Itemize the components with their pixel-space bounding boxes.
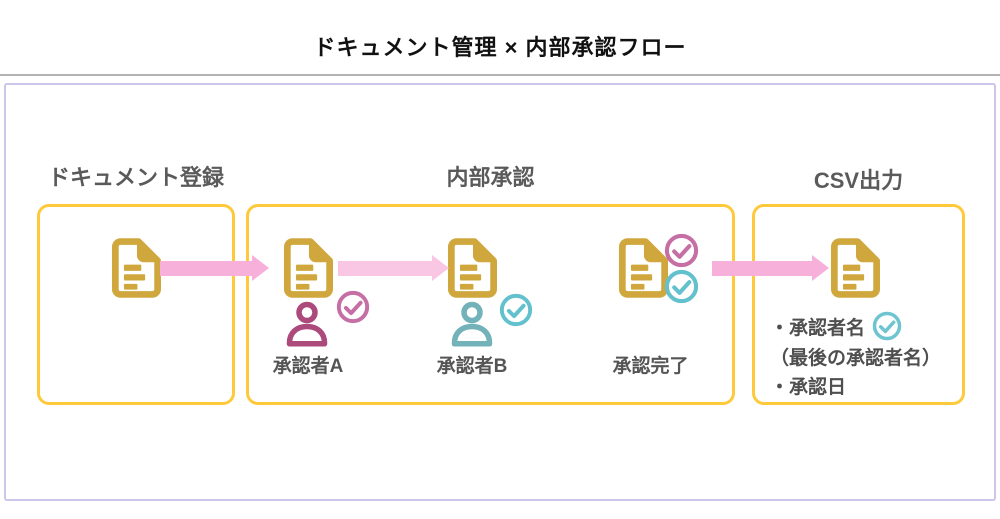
section-label-approval: 内部承認	[446, 165, 535, 190]
approver-a-label: 承認者A	[272, 356, 344, 377]
arrow-register-to-approval	[160, 255, 269, 281]
approver-a-person-icon	[284, 301, 330, 347]
approver-b-label: 承認者B	[436, 356, 508, 377]
approver-a-check-icon	[336, 290, 370, 324]
arrow-head-icon	[252, 255, 269, 281]
arrow-approved-to-csv	[712, 255, 829, 281]
arrow-shaft	[712, 260, 812, 276]
csv-check-icon	[872, 311, 902, 341]
csv-bullet-approval-date: ・承認日	[770, 377, 847, 398]
document-icon-approver-a	[283, 238, 333, 298]
document-icon-register	[111, 238, 161, 298]
document-icon-approved	[618, 238, 668, 298]
approval-complete-label: 承認完了	[612, 356, 689, 377]
arrow-head-icon	[432, 255, 449, 281]
approved-check-b-icon	[664, 269, 699, 304]
arrow-approver-a-to-b	[338, 255, 449, 281]
section-label-register: ドキュメント登録	[47, 165, 224, 190]
stage-box-approval	[246, 204, 735, 405]
stage-box-register	[37, 204, 235, 405]
approved-check-a-icon	[664, 233, 699, 268]
approver-b-person-icon	[449, 301, 495, 347]
csv-bullet-approver-name: ・承認者名	[770, 318, 866, 339]
csv-bullet-last-approver-note: （最後の承認者名）	[770, 348, 942, 369]
document-icon-csv	[830, 238, 880, 298]
stage-box-csv	[752, 204, 965, 405]
arrow-shaft	[338, 260, 432, 276]
arrow-head-icon	[812, 255, 829, 281]
title-divider	[0, 74, 1000, 76]
arrow-shaft	[160, 260, 252, 276]
section-label-csv: CSV出力	[813, 168, 904, 193]
page-title: ドキュメント管理 × 内部承認フロー	[313, 35, 687, 60]
approver-b-check-icon	[499, 293, 533, 327]
document-icon-approver-b	[447, 238, 497, 298]
